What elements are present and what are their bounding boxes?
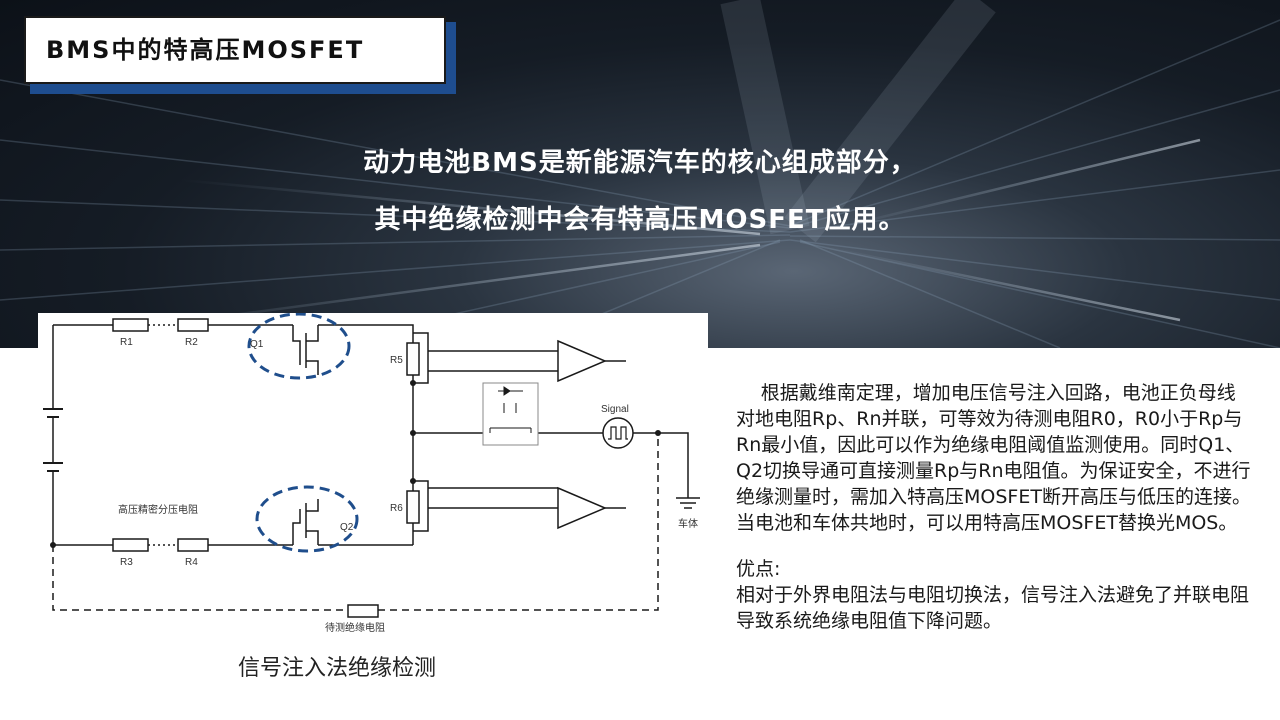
resistor-r2 [177, 318, 209, 332]
label-signal: Signal [601, 404, 629, 415]
label-insulation: 待测绝缘电阻 [325, 621, 385, 634]
resistor-r6 [406, 490, 420, 524]
title-box: BMS中的特高压MOSFET [24, 16, 446, 84]
label-r4: R4 [185, 557, 198, 568]
description-paragraph: 根据戴维南定理，增加电压信号注入回路，电池正负母线对地电阻Rp、Rn并联，可等效… [736, 382, 1251, 534]
label-r3: R3 [120, 557, 133, 568]
speed-lines-decoration [0, 0, 1280, 348]
q2-highlight-ring [255, 485, 359, 553]
label-chassis: 车体 [678, 517, 698, 530]
resistor-r4 [177, 538, 209, 552]
label-divider: 高压精密分压电阻 [118, 503, 198, 516]
label-r1: R1 [120, 337, 133, 348]
label-q2: Q2 [340, 522, 354, 533]
label-q1: Q1 [250, 339, 264, 350]
label-r6: R6 [390, 503, 403, 514]
advantage-text: 相对于外界电阻法与电阻切换法，信号注入法避免了并联电阻导致系统绝缘电阻值下降问题… [736, 584, 1250, 632]
hero-line-2: 其中绝缘检测中会有特高压MOSFET应用。 [374, 205, 906, 235]
q1-highlight-ring [247, 312, 351, 380]
hero-line-1: 动力电池BMS是新能源汽车的核心组成部分， [363, 148, 917, 178]
label-r5: R5 [390, 355, 403, 366]
advantage-heading: 优点: [736, 558, 781, 580]
circuit-diagram: R1 R2 R3 R4 R5 R6 Q1 Q2 Signal 高压精密分压电阻 … [38, 312, 708, 653]
slide-title: BMS中的特高压MOSFET [46, 36, 365, 64]
diagram-caption: 信号注入法绝缘检测 [238, 656, 437, 681]
resistor-r5 [406, 342, 420, 376]
signal-source-icon [602, 417, 634, 449]
resistor-r1 [112, 318, 149, 332]
resistor-r3 [112, 538, 149, 552]
description-block: 根据戴维南定理，增加电压信号注入回路，电池正负母线对地电阻Rp、Rn并联，可等效… [736, 380, 1254, 634]
resistor-insulation [347, 604, 379, 618]
hero-background [0, 0, 1280, 348]
label-r2: R2 [185, 337, 198, 348]
